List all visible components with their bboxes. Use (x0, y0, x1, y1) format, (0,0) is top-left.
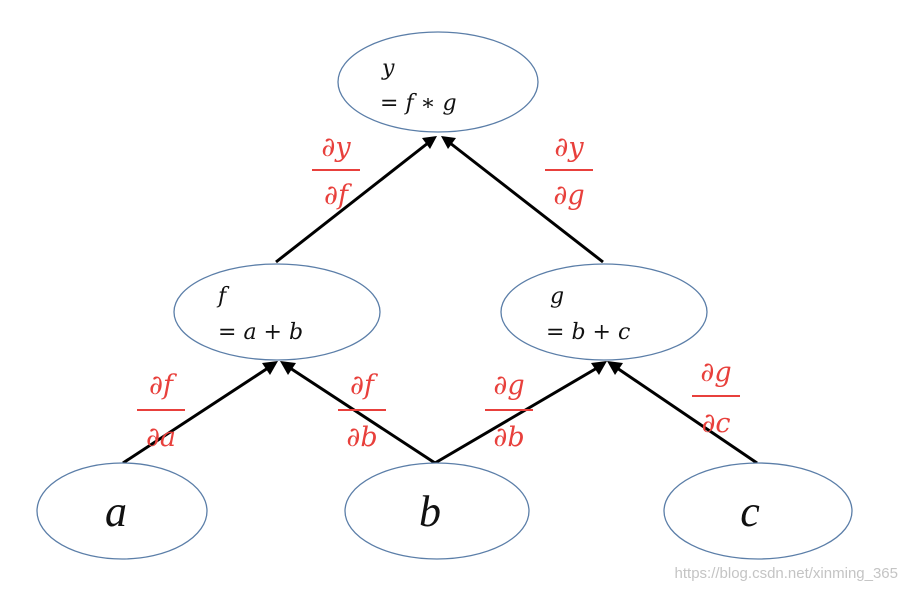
gradient-dy-dg: ∂y ∂g (545, 132, 593, 211)
watermark: https://blog.csdn.net/xinming_365 (675, 565, 898, 582)
gradient-df-da-numerator: ∂f (149, 370, 177, 401)
node-c: c (663, 462, 853, 560)
node-y: y = f ∗ g (337, 31, 539, 133)
gradient-dy-df: ∂y ∂f (312, 132, 360, 211)
arrow-head-c-to-g (607, 361, 623, 375)
gradient-dg-dc-numerator: ∂g (700, 357, 731, 388)
node-g-expression: = b + c (546, 320, 630, 345)
edge-c-to-g (616, 366, 758, 465)
gradient-dy-df-denominator: ∂f (324, 180, 352, 211)
edge-g-to-y (449, 141, 604, 264)
node-a-label: a (105, 487, 127, 536)
node-f: f = a + b (173, 263, 381, 361)
node-g-title: g (550, 284, 564, 309)
node-c-ellipse (663, 462, 853, 560)
edge-a-to-f (122, 366, 269, 465)
arrow-head-a-to-f (262, 361, 278, 375)
node-g: g = b + c (500, 263, 708, 361)
arrow-head-b-to-f (280, 361, 296, 375)
edge-f-to-y (275, 141, 429, 264)
gradient-dg-db-numerator: ∂g (493, 370, 524, 401)
node-y-expression: = f ∗ g (380, 91, 457, 116)
arrow-head-f-to-y (422, 136, 437, 149)
node-b-label: b (419, 487, 441, 536)
node-y-title: y (381, 56, 395, 81)
node-f-ellipse (173, 263, 381, 361)
gradient-dy-df-numerator: ∂y (321, 132, 351, 163)
node-a: a (36, 462, 208, 560)
gradient-df-db: ∂f ∂b (338, 370, 386, 453)
gradient-dg-db-denominator: ∂b (493, 422, 524, 453)
edge-b-to-f (289, 366, 436, 465)
node-a-ellipse (36, 462, 208, 560)
node-b-ellipse (344, 462, 530, 560)
gradient-dg-db: ∂g ∂b (485, 370, 533, 453)
arrow-head-b-to-g (591, 361, 607, 375)
gradient-df-da-denominator: ∂a (146, 422, 176, 453)
node-f-expression: = a + b (218, 320, 303, 345)
node-c-label: c (740, 487, 760, 536)
arrow-head-g-to-y (441, 136, 456, 149)
gradient-df-db-denominator: ∂b (346, 422, 377, 453)
gradient-df-db-numerator: ∂f (350, 370, 378, 401)
node-y-ellipse (337, 31, 539, 133)
gradient-dy-dg-denominator: ∂g (553, 180, 584, 211)
gradient-dg-dc-denominator: ∂c (701, 408, 730, 439)
node-g-ellipse (500, 263, 708, 361)
edges (122, 136, 758, 465)
gradient-dg-dc: ∂g ∂c (692, 357, 740, 439)
edge-b-to-g (434, 366, 598, 465)
gradient-dy-dg-numerator: ∂y (554, 132, 584, 163)
node-b: b (344, 462, 530, 560)
gradient-df-da: ∂f ∂a (137, 370, 185, 453)
